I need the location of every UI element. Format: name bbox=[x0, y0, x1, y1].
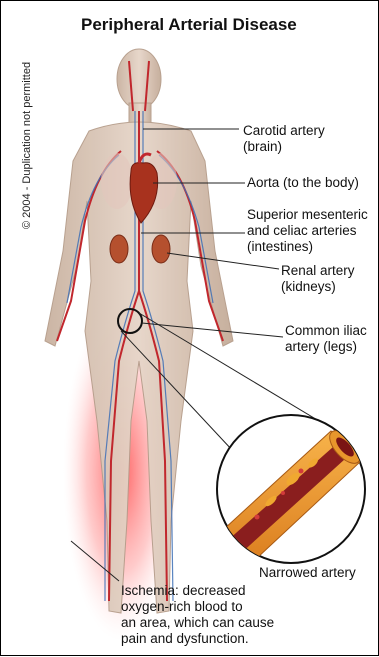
label-carotid-line1: Carotid artery bbox=[243, 123, 325, 139]
label-iliac-line1: Common iliac bbox=[285, 323, 367, 339]
label-aorta-line1: Aorta (to the body) bbox=[247, 175, 359, 191]
label-narrowed-artery: Narrowed artery bbox=[259, 565, 356, 581]
label-mesenteric-celiac: Superior mesenteric and celiac arteries … bbox=[247, 207, 368, 255]
label-aorta: Aorta (to the body) bbox=[247, 175, 359, 191]
label-ischemia-line3: an area, which can cause bbox=[121, 615, 274, 631]
label-renal-line1: Renal artery bbox=[281, 263, 355, 279]
label-ischemia: Ischemia: decreased oxygen-rich blood to… bbox=[121, 583, 274, 647]
label-renal-artery: Renal artery (kidneys) bbox=[281, 263, 355, 295]
label-ischemia-line1: Ischemia: decreased bbox=[121, 583, 274, 599]
label-narrowed-line1: Narrowed artery bbox=[259, 565, 356, 581]
label-renal-line2: (kidneys) bbox=[281, 279, 355, 295]
label-mesenteric-line3: (intestines) bbox=[247, 239, 368, 255]
label-common-iliac: Common iliac artery (legs) bbox=[285, 323, 367, 355]
magnified-artery-inset bbox=[211, 415, 366, 573]
label-ischemia-line2: oxygen-rich blood to bbox=[121, 599, 274, 615]
label-carotid-artery: Carotid artery (brain) bbox=[243, 123, 325, 155]
label-iliac-line2: artery (legs) bbox=[285, 339, 367, 355]
label-carotid-line2: (brain) bbox=[243, 139, 325, 155]
label-ischemia-line4: pain and dysfunction. bbox=[121, 631, 274, 647]
label-mesenteric-line2: and celiac arteries bbox=[247, 223, 368, 239]
label-mesenteric-line1: Superior mesenteric bbox=[247, 207, 368, 223]
